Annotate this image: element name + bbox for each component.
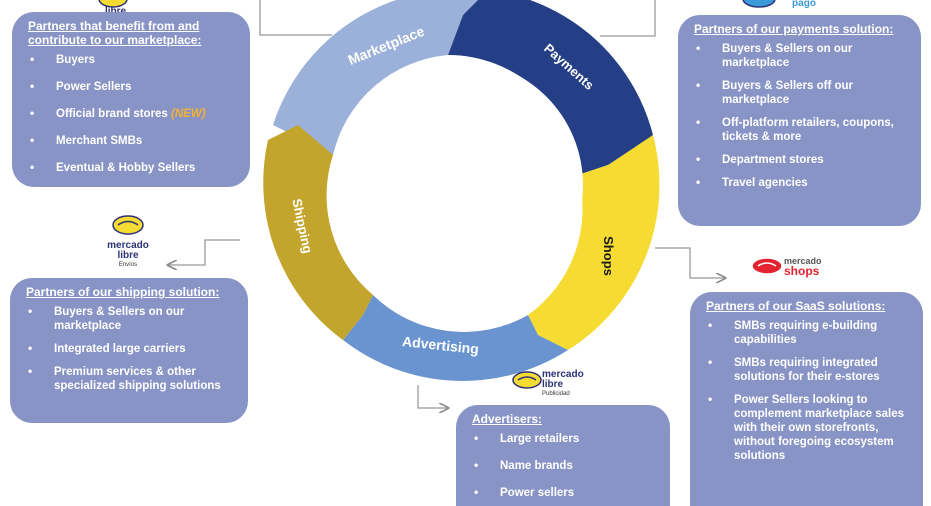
connector-lines — [168, 0, 725, 408]
box-title: Partners of our SaaS solutions: — [706, 299, 886, 313]
list-item: Name brands — [472, 458, 656, 473]
saas-partners-box: Partners of our SaaS solutions: SMBs req… — [690, 292, 923, 506]
marketplace-segment — [273, 0, 478, 155]
handshake-icon — [751, 257, 783, 275]
list-item: SMBs requiring integrated solutions for … — [706, 355, 909, 384]
partner-list: SMBs requiring e-building capabilities S… — [706, 318, 909, 463]
logo-line2: libre — [117, 250, 139, 261]
shops-label: Shops — [601, 236, 616, 276]
logo-line1: mercado — [542, 369, 584, 380]
partner-list: Buyers & Sellers on our marketplace Inte… — [26, 304, 234, 393]
box-title: Advertisers: — [472, 412, 543, 426]
handshake-icon — [742, 0, 776, 8]
list-item: Buyers & Sellers on our marketplace — [694, 41, 907, 70]
logo-text: libre — [105, 7, 143, 17]
handshake-icon — [112, 215, 144, 235]
list-item: Integrated large carriers — [26, 341, 234, 356]
list-item: Large retailers — [472, 431, 656, 446]
box-title: Partners that benefit from and contribut… — [28, 19, 202, 47]
shipping-segment — [263, 125, 373, 340]
shops-segment — [528, 135, 660, 350]
list-item: Eventual & Hobby Sellers — [28, 160, 236, 175]
list-item: Buyers & Sellers off our marketplace — [694, 78, 907, 107]
list-item: Power Sellers looking to complement mark… — [706, 392, 909, 463]
marketplace-partners-box: Partners that benefit from and contribut… — [12, 12, 250, 187]
cycle-ring — [263, 0, 660, 381]
box-title: Partners of our shipping solution: — [26, 285, 220, 299]
mercado-pago-logo: pago — [742, 0, 832, 9]
mercado-libre-logo-top: libre — [83, 0, 143, 17]
payments-partners-box: Partners of our payments solution: Buyer… — [678, 15, 921, 226]
list-item: Premium services & other specialized shi… — [26, 364, 234, 393]
handshake-icon — [512, 371, 542, 389]
partner-list: Buyers Power Sellers Official brand stor… — [28, 52, 236, 175]
list-item: Power Sellers — [28, 79, 236, 94]
logo-line1: mercado — [107, 240, 149, 251]
payments-segment — [448, 0, 653, 175]
mercado-publicidad-logo: mercado libre Publicidad — [512, 370, 602, 398]
list-item: Department stores — [694, 152, 907, 167]
new-tag: (NEW) — [171, 108, 206, 120]
shipping-partners-box: Partners of our shipping solution: Buyer… — [10, 278, 248, 423]
list-item: Buyers — [28, 52, 236, 67]
logo-text: pago — [792, 0, 816, 9]
mercado-envios-logo: mercado libre Envíos — [100, 214, 156, 269]
list-item: Buyers & Sellers on our marketplace — [26, 304, 234, 333]
logo-line1: mercado — [784, 256, 822, 266]
list-item: Merchant SMBs — [28, 133, 236, 148]
partner-list: Buyers & Sellers on our marketplace Buye… — [694, 41, 907, 190]
partner-list: Large retailers Name brands Power seller… — [472, 431, 656, 500]
advertisers-box: Advertisers: Large retailers Name brands… — [456, 405, 670, 506]
list-item: Off-platform retailers, coupons, tickets… — [694, 115, 907, 144]
logo-sub: Envíos — [118, 262, 138, 268]
mercado-shops-logo: mercado shops — [750, 256, 850, 278]
logo-line2: libre — [542, 379, 564, 390]
list-item: Power sellers — [472, 485, 656, 500]
advertising-segment — [343, 295, 568, 381]
handshake-icon — [98, 0, 128, 8]
logo-sub: Publicidad — [542, 391, 570, 397]
list-item: Official brand stores (NEW) — [28, 106, 236, 121]
list-item: SMBs requiring e-building capabilities — [706, 318, 909, 347]
logo-line2: shops — [784, 264, 820, 278]
box-title: Partners of our payments solution: — [694, 22, 894, 36]
list-item: Travel agencies — [694, 175, 907, 190]
